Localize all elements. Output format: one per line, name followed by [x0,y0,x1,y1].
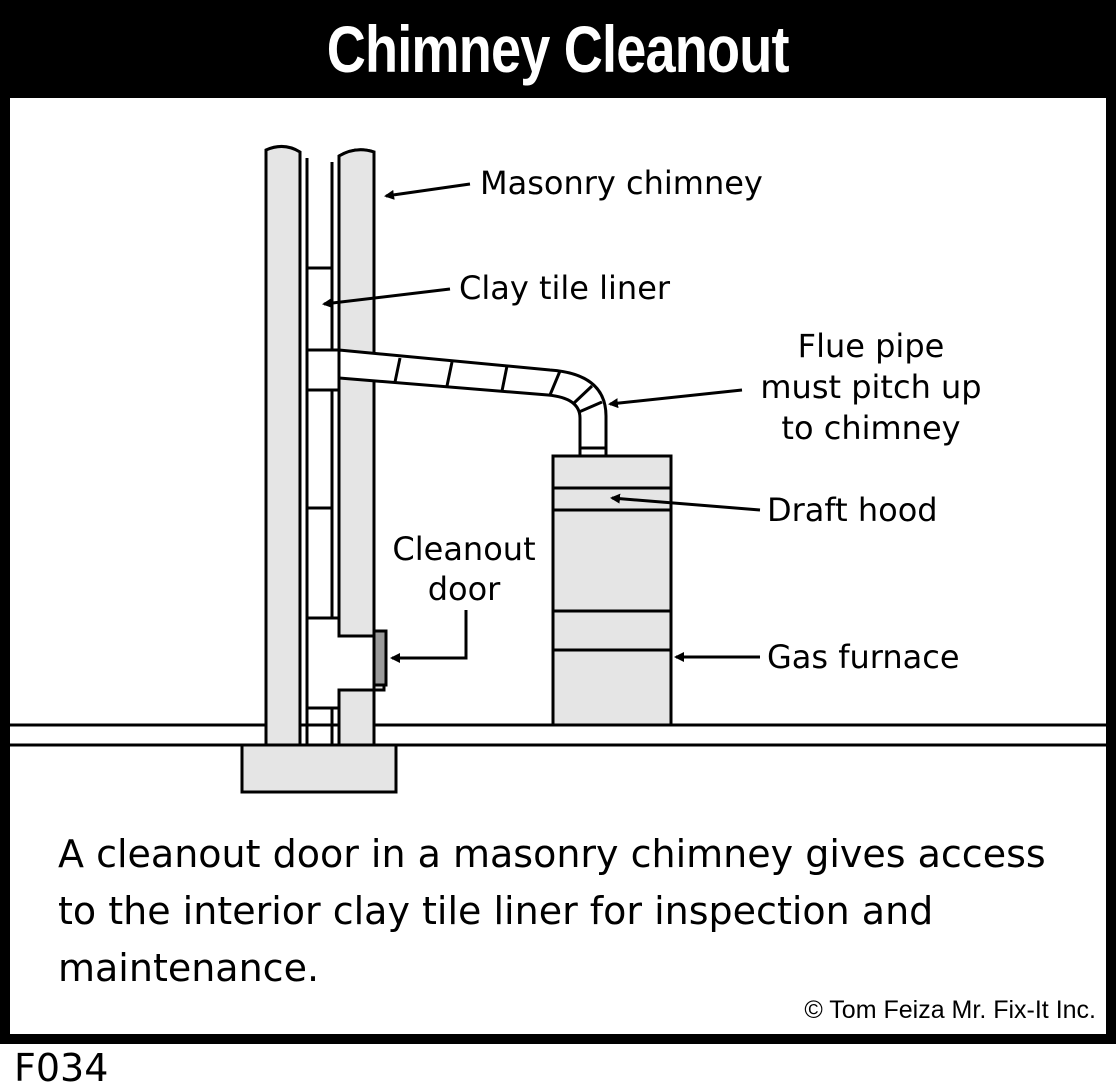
diagram-panel: Masonry chimney Clay tile liner Flue pip… [10,98,1106,1034]
flue-pipe-arrow [608,388,743,409]
figure-caption: A cleanout door in a masonry chimney giv… [58,832,1046,990]
gas-furnace [551,454,673,727]
figure-code: F034 [14,1046,109,1090]
flue-pipe [337,348,608,460]
label-flue-pipe-line1: Flue pipe [798,327,945,365]
draft-hood-arrow [610,493,761,512]
masonry-chimney [264,145,386,747]
figure-title: Chimney Cleanout [327,12,790,86]
chimney-diagram: Masonry chimney Clay tile liner Flue pip… [10,145,1106,794]
cleanout-door-plate [372,629,388,687]
label-draft-hood: Draft hood [767,491,938,529]
figure-frame: Chimney Cleanout [0,0,1116,1044]
label-cleanout-door-line1: Cleanout [392,530,535,568]
masonry-chimney-arrow [384,182,471,200]
leader-arrows [322,182,761,663]
chimney-footing [240,743,398,794]
cleanout-door-arrow [390,610,468,663]
label-cleanout-door-line2: door [428,570,501,608]
clay-tile-liner [305,158,339,745]
label-gas-furnace: Gas furnace [767,638,960,676]
label-flue-pipe-line2: must pitch up [760,368,981,406]
clay-tile-liner-arrow [322,287,451,309]
chimney-left-wall [264,145,302,747]
label-masonry-chimney: Masonry chimney [480,164,763,202]
copyright-notice: © Tom Feiza Mr. Fix-It Inc. [804,996,1096,1024]
label-clay-tile-liner: Clay tile liner [459,269,671,307]
title-bar: Chimney Cleanout [0,0,1116,98]
label-flue-pipe-line3: to chimney [781,409,960,447]
